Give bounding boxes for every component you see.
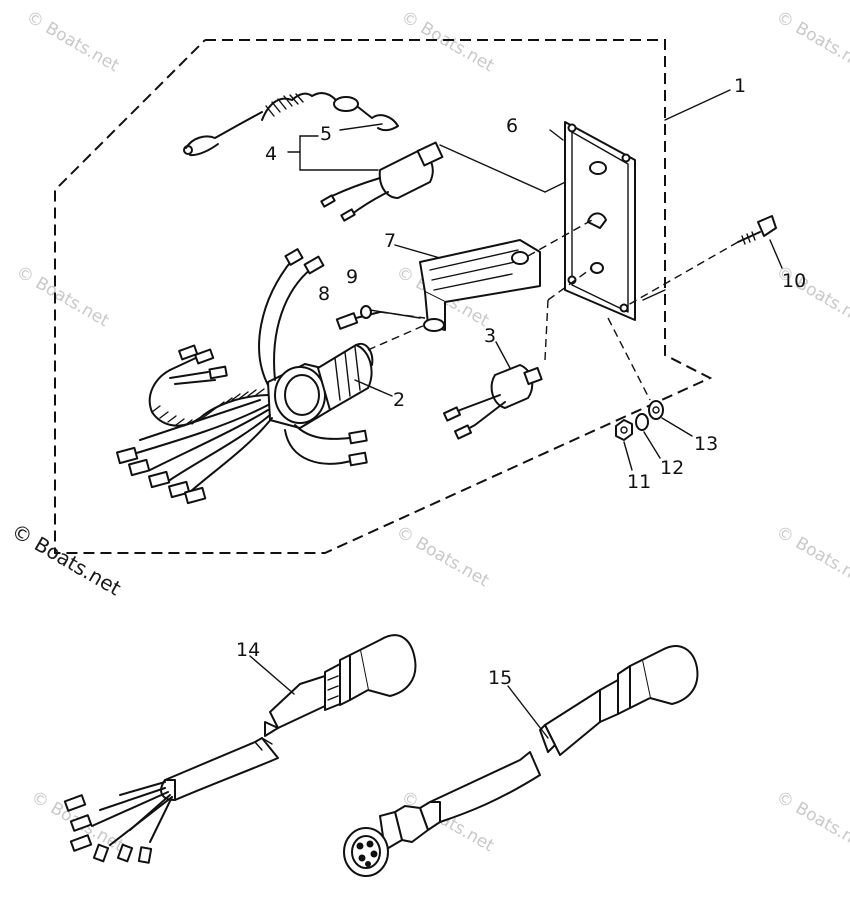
callout-6: 6 — [506, 115, 518, 137]
callout-4: 4 — [265, 143, 277, 165]
harness-extension-15 — [343, 645, 699, 877]
watermark: © Boats.net — [23, 7, 123, 76]
watermark: © Boats.net — [393, 522, 493, 591]
leader-lines-4-5 — [287, 123, 591, 193]
watermark: © Boats.net — [773, 522, 850, 591]
callout-11: 11 — [627, 471, 651, 493]
callout-5: 5 — [320, 123, 332, 145]
lanyard-cord — [183, 92, 399, 157]
callout-13: 13 — [694, 433, 718, 455]
callout-15: 15 — [488, 667, 512, 689]
screw-and-washer — [335, 305, 426, 330]
watermark: © Boats.net — [773, 7, 850, 76]
callout-3: 3 — [484, 325, 496, 347]
nut-washers — [607, 317, 693, 471]
harness-extension-14 — [63, 634, 417, 864]
callout-12: 12 — [660, 457, 684, 479]
watermark-dark: © Boats.net — [8, 519, 126, 601]
callout-9: 9 — [346, 266, 358, 288]
assembly-boundary — [54, 39, 713, 554]
leader-line-1 — [642, 89, 731, 301]
watermark: © Boats.net — [13, 262, 113, 331]
callout-1: 1 — [734, 75, 746, 97]
callout-10: 10 — [782, 270, 806, 292]
watermark: © Boats.net — [398, 7, 498, 76]
stop-switch — [320, 141, 444, 222]
main-switch-harness — [116, 248, 426, 505]
callout-14: 14 — [236, 639, 260, 661]
callout-labels: 1 2 3 4 5 6 7 8 9 10 11 12 13 14 15 — [236, 75, 806, 689]
watermark: © Boats.net — [773, 787, 850, 856]
callout-8: 8 — [318, 283, 330, 305]
watermark-layer: © Boats.net © Boats.net © Boats.net © Bo… — [8, 7, 850, 856]
callout-7: 7 — [384, 230, 396, 252]
callout-2: 2 — [393, 389, 405, 411]
bolt — [627, 215, 783, 306]
mounting-plate — [549, 121, 636, 321]
switch-bracket — [394, 219, 593, 332]
neutral-switch — [442, 267, 593, 440]
